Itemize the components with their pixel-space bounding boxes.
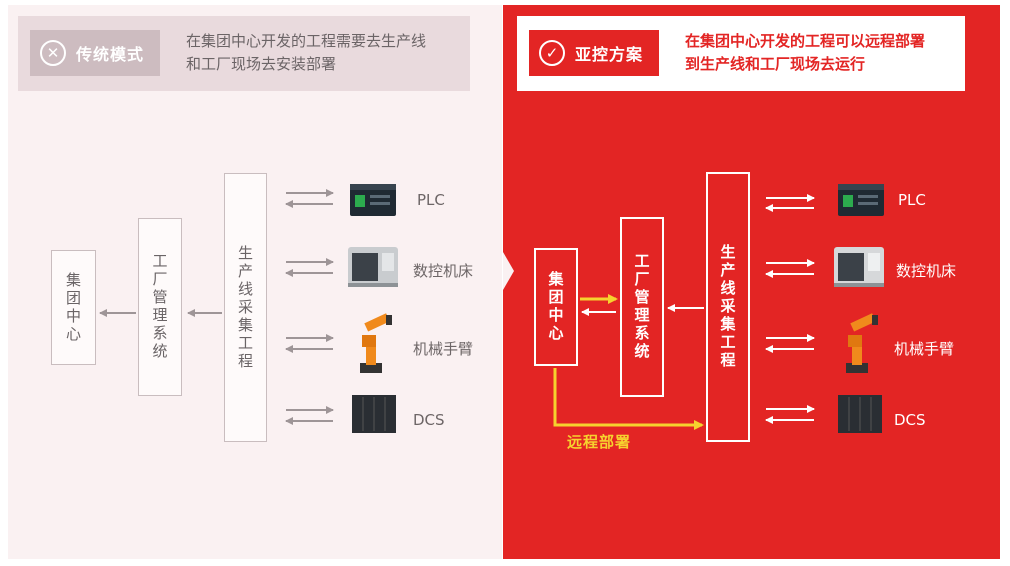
device-label-cnc: 数控机床 (896, 262, 957, 280)
plc-icon (838, 184, 884, 216)
yakong-description-line: 到生产线和工厂现场去运行 (685, 55, 866, 73)
factory-mgmt-box: 工厂管理系统 (620, 217, 664, 397)
robot-arm-icon (846, 313, 878, 373)
production-line-box: 生产线采集工程 (706, 172, 750, 442)
device-label-robot: 机械手臂 (894, 340, 955, 358)
device-label-plc: PLC (417, 191, 445, 209)
traditional-description-line: 在集团中心开发的工程需要去生产线 (186, 32, 427, 50)
factory-mgmt-label: 工厂管理系统 (150, 253, 169, 361)
right-device-arrows (765, 194, 815, 424)
group-center-box: 集团中心 (534, 248, 578, 366)
traditional-badge: ✕ 传统模式 (30, 30, 160, 76)
device-label-robot: 机械手臂 (413, 340, 474, 358)
group-center-label: 集团中心 (64, 271, 82, 344)
yakong-description-line: 在集团中心开发的工程可以远程部署 (685, 32, 926, 50)
yakong-badge: ✓ 亚控方案 (529, 30, 659, 76)
group-center-label: 集团中心 (546, 271, 565, 343)
device-label-dcs: DCS (894, 411, 926, 429)
yakong-badge-label: 亚控方案 (575, 45, 644, 64)
cnc-machine-icon (348, 247, 398, 287)
factory-mgmt-box: 工厂管理系统 (138, 218, 182, 396)
production-line-label: 生产线采集工程 (236, 244, 254, 371)
plc-icon (350, 184, 396, 216)
remote-deploy-label: 远程部署 (567, 433, 632, 451)
yakong-header: ✓ 亚控方案 在集团中心开发的工程可以远程部署 到生产线和工厂现场去运行 (517, 16, 965, 91)
traditional-description-line: 和工厂现场去安装部署 (186, 55, 337, 73)
production-line-label: 生产线采集工程 (718, 244, 737, 370)
left-device-arrows (285, 189, 334, 425)
dcs-cabinet-icon (352, 395, 396, 433)
close-circle-icon: ✕ (40, 40, 66, 66)
production-line-box: 生产线采集工程 (224, 173, 267, 442)
group-center-box: 集团中心 (51, 250, 96, 365)
device-label-plc: PLC (898, 191, 926, 209)
yakong-solution-panel (503, 5, 1000, 559)
traditional-description: 在集团中心开发的工程需要去生产线 和工厂现场去安装部署 (186, 30, 461, 76)
factory-mgmt-label: 工厂管理系统 (632, 253, 651, 361)
traditional-badge-label: 传统模式 (76, 45, 145, 64)
yakong-description: 在集团中心开发的工程可以远程部署 到生产线和工厂现场去运行 (685, 30, 960, 76)
panel-notch (503, 252, 514, 290)
robot-arm-icon (360, 313, 392, 373)
device-label-cnc: 数控机床 (413, 262, 474, 280)
check-circle-icon: ✓ (539, 40, 565, 66)
traditional-header: ✕ 传统模式 在集团中心开发的工程需要去生产线 和工厂现场去安装部署 (18, 16, 470, 91)
dcs-cabinet-icon (838, 395, 882, 433)
remote-deploy-arrow (553, 368, 704, 430)
cnc-machine-icon (834, 247, 884, 287)
device-label-dcs: DCS (413, 411, 445, 429)
